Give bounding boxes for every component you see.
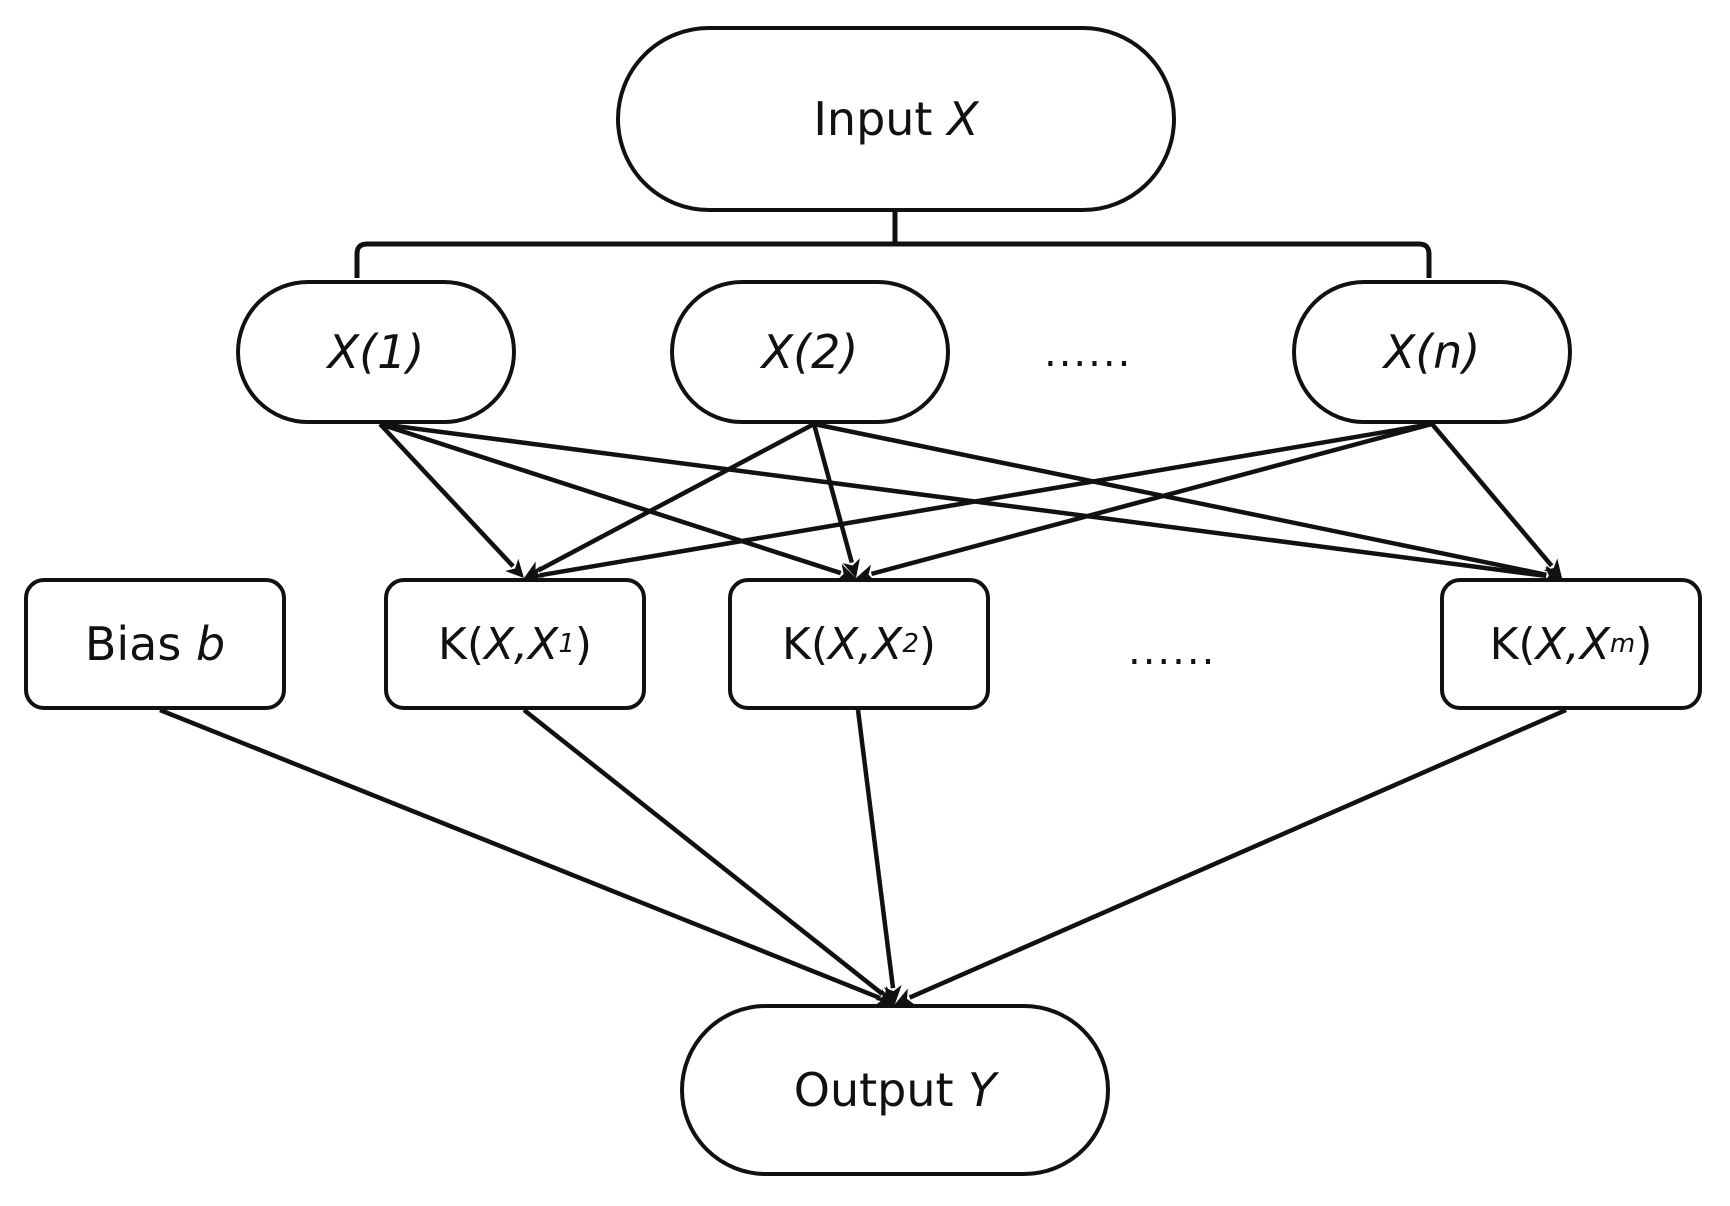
input-var: X	[947, 92, 979, 146]
kernel-close-m: )	[1635, 618, 1653, 670]
kernel-sep-2: ,	[858, 618, 873, 670]
kernel-open-1: K(	[437, 618, 484, 670]
kernel-xs-1: X	[528, 618, 559, 670]
output-prefix: Output	[793, 1063, 954, 1117]
output-node: Output Y	[680, 1004, 1110, 1176]
kernels-ellipsis: ......	[1128, 628, 1217, 674]
kernel-x-1: X	[484, 618, 515, 670]
kernel-open-2: K(	[781, 618, 828, 670]
output-var: Y	[968, 1063, 997, 1117]
kernel-sub-1: 1	[558, 629, 575, 659]
edge-feature-1-to-kernel-2	[379, 421, 856, 582]
bias-prefix: Bias	[84, 617, 182, 671]
input-prefix: Input	[813, 92, 933, 146]
edge-lower-1-to-output	[159, 707, 895, 1006]
kernel-xs-m: X	[1579, 618, 1610, 670]
kernel-open-m: K(	[1489, 618, 1536, 670]
feature-node-2: X(2)	[670, 280, 950, 424]
kernel-x-2: X	[828, 618, 859, 670]
edge-feature-2-to-kernel-1	[524, 422, 816, 578]
feature-label-n: X(n)	[1383, 325, 1481, 379]
kernel-x-m: X	[1535, 618, 1566, 670]
feature-label-2: X(2)	[761, 325, 859, 379]
input-bracket	[354, 212, 1432, 278]
feature-node-1: X(1)	[236, 280, 516, 424]
input-node: Input X	[616, 26, 1176, 212]
kernel-sep-m: ,	[1565, 618, 1580, 670]
input-branch	[354, 241, 1432, 278]
kernel-close-2: )	[918, 618, 937, 670]
kernel-close-1: )	[574, 618, 593, 670]
edge-feature-3-to-kernel-3	[1430, 422, 1562, 578]
kernel-sep-1: ,	[514, 618, 529, 670]
edge-lower-4-to-output	[895, 707, 1567, 1006]
edge-feature-3-to-kernel-2	[856, 421, 1433, 583]
arrow-edges	[159, 421, 1567, 1006]
feature-node-n: X(n)	[1292, 280, 1572, 424]
edge-feature-2-to-kernel-2	[811, 423, 860, 578]
edge-feature-1-to-kernel-1	[378, 422, 524, 578]
edge-lower-2-to-output	[522, 708, 895, 1004]
bias-node: Bias b	[24, 578, 286, 710]
bias-var: b	[195, 617, 226, 671]
feature-label-1: X(1)	[327, 325, 425, 379]
kernel-sub-m: m	[1609, 629, 1636, 659]
edge-lower-3-to-output	[855, 709, 902, 1004]
features-ellipsis: ......	[1044, 330, 1133, 376]
kernel-xs-2: X	[872, 618, 903, 670]
kernel-sub-2: 2	[902, 629, 919, 659]
